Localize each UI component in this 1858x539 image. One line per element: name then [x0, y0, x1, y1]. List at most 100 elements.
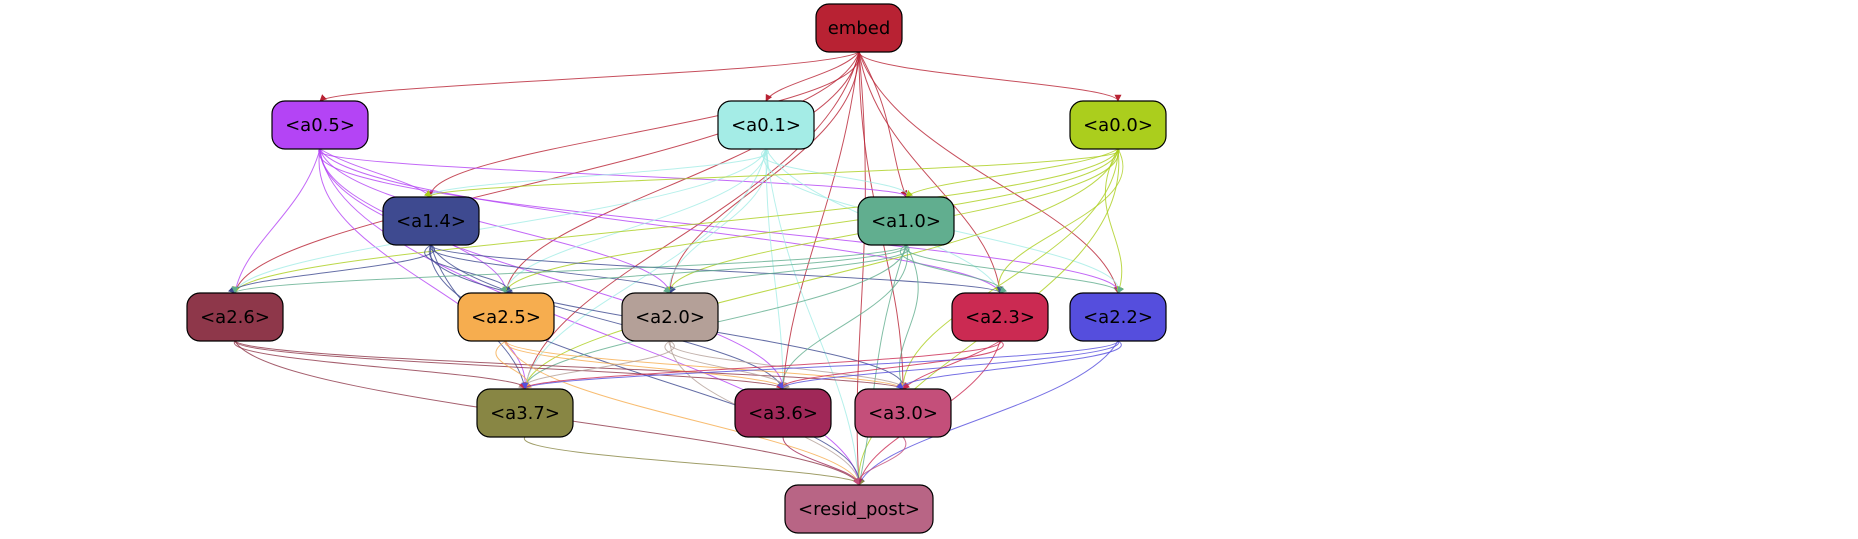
edge-a0_0-to-a1_4	[424, 148, 1120, 198]
edge-a2_0-to-a3_0	[668, 340, 910, 390]
edge-a2_5-to-a3_6	[505, 340, 790, 390]
node-label: <a2.6>	[200, 307, 270, 328]
edge-a0_1-to-a2_5	[502, 148, 767, 294]
node-box	[271, 100, 369, 150]
node-box	[854, 388, 952, 438]
node-box	[951, 292, 1049, 342]
edge-a2_3-to-a3_0	[902, 340, 1001, 390]
node-a1-4: <a1.4>	[382, 196, 480, 246]
node-box	[476, 388, 574, 438]
edge-a2_5-to-a3_0	[505, 340, 907, 390]
node-label: <a3.6>	[748, 403, 818, 424]
node-box	[784, 484, 934, 534]
edge-a1_0-to-resid_post	[856, 244, 907, 486]
node-resid-post: <resid_post>	[784, 484, 934, 534]
edge-embed-to-a0_0	[858, 51, 1122, 102]
node-label: <a2.3>	[965, 307, 1035, 328]
edge-a0_1-to-a1_4	[424, 148, 769, 198]
edge-a0_5-to-a2_3	[319, 148, 1002, 294]
edge-a1_0-to-a2_6	[231, 244, 907, 294]
node-a2-2: <a2.2>	[1069, 292, 1167, 342]
node-a2-5: <a2.5>	[457, 292, 555, 342]
edge-embed-to-a1_0	[858, 51, 908, 198]
node-label: <a3.7>	[490, 403, 560, 424]
edge-a0_0-to-a3_7	[522, 148, 1119, 390]
edge-a0_5-to-resid_post	[319, 148, 862, 486]
edge-a2_6-to-a3_0	[234, 340, 904, 390]
edge-a0_1-to-a3_6	[765, 148, 787, 390]
node-label: embed	[828, 18, 891, 39]
edge-a0_1-to-a3_7	[522, 148, 767, 390]
edge-a2_5-to-resid_post	[505, 340, 862, 486]
edge-a2_2-to-resid_post	[857, 340, 1119, 486]
node-label: <a0.1>	[731, 115, 801, 136]
edge-a1_0-to-a3_6	[778, 244, 908, 390]
node-a1-0: <a1.0>	[857, 196, 955, 246]
edge-a3_0-to-resid_post	[852, 436, 907, 486]
node-a3-6: <a3.6>	[734, 388, 832, 438]
edge-embed-to-a3_6	[779, 51, 860, 390]
edge-a2_6-to-a3_7	[234, 340, 532, 390]
node-box	[621, 292, 719, 342]
edge-a0_0-to-a2_6	[232, 148, 1119, 294]
node-box	[857, 196, 955, 246]
edge-a1_4-to-a2_0	[430, 244, 677, 294]
edge-embed-to-a2_0	[666, 51, 860, 294]
edge-a0_0-to-a1_0	[905, 148, 1119, 198]
edge-embed-to-a3_7	[522, 51, 860, 390]
node-label: <a0.0>	[1083, 115, 1153, 136]
edge-embed-to-a0_1	[765, 51, 860, 102]
node-label: <a1.4>	[396, 211, 466, 232]
node-label: <resid_post>	[798, 499, 920, 520]
edge-embed-to-a2_2	[858, 51, 1121, 294]
node-box	[1069, 100, 1167, 150]
node-a2-6: <a2.6>	[186, 292, 284, 342]
node-label: <a3.0>	[868, 403, 938, 424]
node-layer: embed <a0.5> <a0.1> <a0.0> <a1.4> <a1.0> <a2.6…	[186, 3, 1167, 534]
edge-a0_5-to-a3_6	[319, 148, 787, 390]
edge-a1_0-to-a2_0	[663, 244, 910, 294]
edge-a0_1-to-resid_post	[765, 148, 863, 486]
node-box	[1069, 292, 1167, 342]
edge-a2_3-to-a3_6	[776, 340, 1004, 390]
edge-embed-to-a1_4	[426, 51, 860, 198]
edge-a2_2-to-a3_6	[777, 340, 1119, 390]
node-label: <a2.5>	[471, 307, 541, 328]
edge-a0_0-to-a2_2	[1104, 148, 1124, 294]
edge-embed-to-a2_6	[232, 51, 860, 294]
edge-a0_1-to-a1_0	[761, 148, 913, 198]
node-a0-1: <a0.1>	[717, 100, 815, 150]
edge-a1_0-to-a3_0	[897, 244, 919, 390]
node-a3-7: <a3.7>	[476, 388, 574, 438]
edge-a0_0-to-a2_3	[994, 148, 1124, 294]
node-label: <a1.0>	[871, 211, 941, 232]
node-box	[457, 292, 555, 342]
edge-a1_4-to-a2_6	[228, 244, 435, 294]
node-a3-0: <a3.0>	[854, 388, 952, 438]
edge-a3_6-to-resid_post	[782, 436, 863, 486]
node-a2-0: <a2.0>	[621, 292, 719, 342]
node-box	[734, 388, 832, 438]
edge-a1_0-to-a2_2	[904, 244, 1125, 294]
node-label: <a0.5>	[285, 115, 355, 136]
edge-a1_0-to-a2_3	[900, 244, 1007, 294]
node-box	[815, 3, 903, 53]
node-label: <a2.0>	[635, 307, 705, 328]
edge-a1_4-to-a2_3	[430, 244, 1004, 294]
edge-a0_5-to-a2_6	[232, 148, 321, 294]
node-box	[186, 292, 284, 342]
edge-a0_5-to-a2_2	[318, 148, 1124, 294]
node-a0-0: <a0.0>	[1069, 100, 1167, 150]
edge-a1_0-to-a2_5	[500, 244, 907, 294]
node-a0-5: <a0.5>	[271, 100, 369, 150]
node-label: <a2.2>	[1083, 307, 1153, 328]
edge-a2_2-to-a3_7	[521, 340, 1119, 390]
node-box	[382, 196, 480, 246]
edge-a0_1-to-a2_6	[232, 148, 767, 294]
edge-a2_2-to-a3_0	[896, 340, 1122, 390]
edge-a3_7-to-resid_post	[524, 436, 865, 486]
edge-a2_3-to-a3_7	[519, 340, 1001, 390]
edge-a0_0-to-a2_5	[502, 148, 1119, 294]
edge-embed-to-a0_5	[319, 51, 860, 102]
